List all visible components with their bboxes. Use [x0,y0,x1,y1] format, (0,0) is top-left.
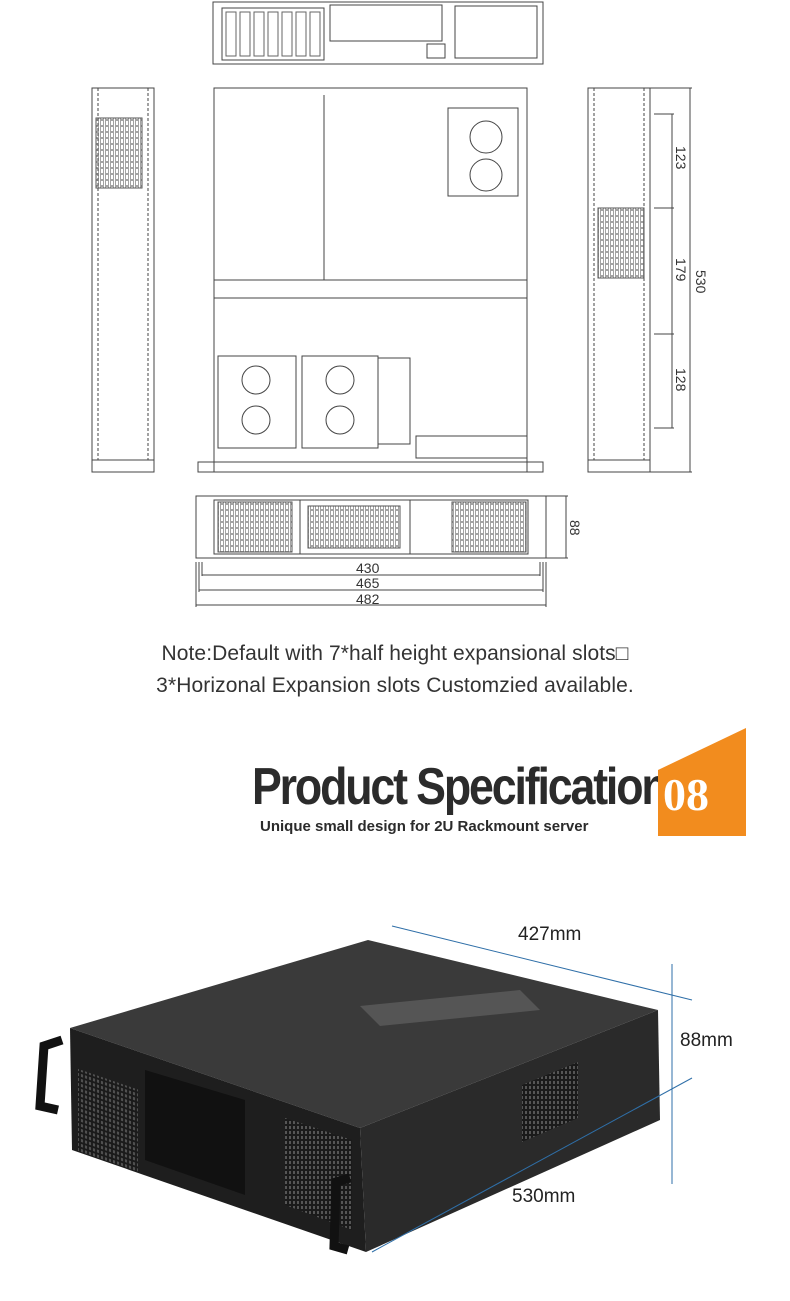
rear-view-drawing [212,1,544,65]
dim-465: 465 [356,575,380,591]
product-photo [35,925,693,1255]
dim-123: 123 [673,146,689,170]
dim-179: 179 [673,258,689,282]
section-title: Product Specification [252,758,669,816]
left-side-drawing [91,87,155,473]
note-line-1: Note:Default with 7*half height expansio… [161,642,629,665]
top-view-drawing [197,87,544,473]
dim-128: 128 [673,368,689,392]
section-number: 08 [663,769,709,820]
note-line-2: 3*Horizonal Expansion slots Customzied a… [156,674,634,697]
section-number-badge [658,728,746,836]
dim-88: 88 [567,520,583,536]
dim-482: 482 [356,591,380,607]
depth-measurement: 530mm [512,1186,576,1207]
right-side-drawing [587,87,692,473]
height-measurement: 88mm [680,1030,733,1051]
front-view-drawing [195,495,568,607]
dim-530: 530 [693,270,709,294]
technical-drawing: 123 179 128 530 88 430 465 482 [91,1,709,607]
width-measurement: 427mm [518,924,582,945]
dim-430: 430 [356,560,380,576]
section-subtitle: Unique small design for 2U Rackmount ser… [260,818,589,835]
